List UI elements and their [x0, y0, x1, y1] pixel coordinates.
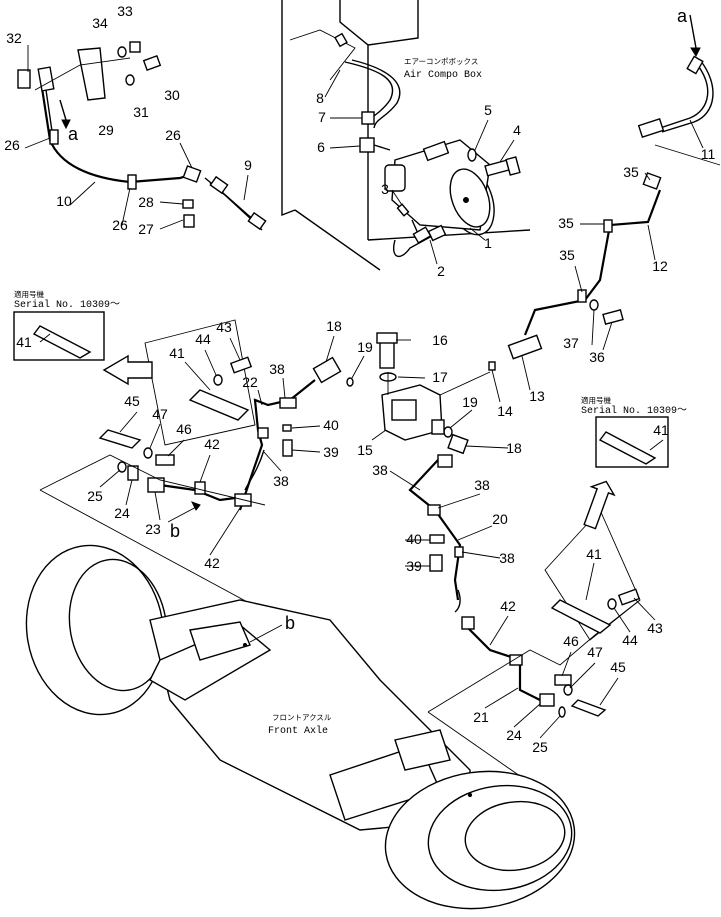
callout-29: 29: [98, 122, 114, 138]
callout-30: 30: [164, 87, 180, 103]
callout-8: 8: [316, 90, 324, 106]
serial-label-en-left: Serial No. 10309～: [14, 299, 120, 311]
callout-37: 37: [563, 335, 579, 351]
callout-27: 27: [138, 221, 154, 237]
axle-label-jp: フロントアクスル: [272, 713, 332, 722]
ref-letter-a: a: [677, 6, 688, 26]
callout-20: 20: [492, 511, 508, 527]
serial-label-jp-right: 適用号機: [581, 395, 611, 405]
air-box-label-jp: エアーコンポボックス: [404, 57, 478, 66]
relay-valve: [346, 332, 491, 441]
callout-24: 24: [506, 727, 522, 743]
callout-38: 38: [372, 462, 388, 478]
callout-43: 43: [216, 319, 232, 335]
callout-41: 41: [653, 422, 669, 438]
callout-13: 13: [529, 388, 545, 404]
callout-39: 39: [323, 444, 339, 460]
callout-47: 47: [152, 406, 168, 422]
callout-38: 38: [474, 477, 490, 493]
callout-34: 34: [92, 15, 108, 31]
reference-letters: a a b b: [68, 6, 688, 633]
callout-42: 42: [500, 598, 516, 614]
callout-22: 22: [242, 374, 258, 390]
callout-15: 15: [357, 442, 373, 458]
air-box-label-en: Air Compo Box: [404, 69, 482, 81]
callout-42: 42: [204, 436, 220, 452]
axle-label-en: Front Axle: [268, 725, 328, 737]
leader-lines: [24, 45, 704, 739]
callout-35: 35: [623, 164, 639, 180]
callout-7: 7: [318, 109, 326, 125]
callout-44: 44: [622, 632, 638, 648]
callout-18: 18: [326, 318, 342, 334]
callout-35: 35: [558, 215, 574, 231]
callout-38: 38: [273, 473, 289, 489]
callout-35: 35: [559, 247, 575, 263]
callout-39: 39: [406, 558, 422, 574]
callout-46: 46: [176, 421, 192, 437]
ref-letter-a: a: [68, 124, 79, 144]
callout-12: 12: [652, 258, 668, 274]
callout-41: 41: [16, 334, 32, 350]
callout-31: 31: [133, 104, 149, 120]
callout-38: 38: [499, 550, 515, 566]
callout-24: 24: [114, 505, 130, 521]
callout-42: 42: [204, 555, 220, 571]
callout-41: 41: [586, 546, 602, 562]
callout-38: 38: [269, 361, 285, 377]
callout-3: 3: [381, 181, 389, 197]
callout-10: 10: [56, 193, 72, 209]
callout-23: 23: [145, 521, 161, 537]
serial-label-jp-left: 適用号機: [14, 289, 44, 299]
callout-16: 16: [432, 332, 448, 348]
callout-11: 11: [701, 146, 716, 162]
callout-5: 5: [484, 102, 492, 118]
callout-46: 46: [563, 633, 579, 649]
callout-26: 26: [4, 137, 20, 153]
callout-9: 9: [244, 157, 252, 173]
callout-33: 33: [117, 3, 133, 19]
callout-numbers: 1234567891011121314151617181819192021222…: [4, 3, 715, 755]
callout-1: 1: [484, 235, 492, 251]
bolt-4: [467, 148, 521, 177]
callout-47: 47: [587, 644, 603, 660]
callout-28: 28: [138, 194, 154, 210]
callout-45: 45: [610, 659, 626, 675]
callout-40: 40: [323, 417, 339, 433]
callout-21: 21: [473, 709, 489, 725]
callout-26: 26: [165, 127, 181, 143]
callout-25: 25: [532, 739, 548, 755]
callout-43: 43: [647, 620, 663, 636]
callout-19: 19: [357, 339, 373, 355]
callout-41: 41: [169, 345, 185, 361]
callout-45: 45: [124, 393, 140, 409]
callout-19: 19: [462, 394, 478, 410]
callout-14: 14: [497, 403, 513, 419]
serial-box-left: [13, 311, 153, 386]
compressor-unit: [384, 139, 495, 244]
callout-2: 2: [437, 263, 445, 279]
front-axle: [25, 544, 576, 910]
serial-box-right: [583, 416, 669, 530]
callout-44: 44: [195, 331, 211, 347]
callout-4: 4: [513, 122, 521, 138]
serial-label-en-right: Serial No. 10309～: [581, 405, 687, 417]
callout-17: 17: [432, 369, 448, 385]
callout-25: 25: [87, 488, 103, 504]
callout-32: 32: [6, 30, 22, 46]
callout-6: 6: [317, 139, 325, 155]
callout-40: 40: [406, 531, 422, 547]
ref-letter-b: b: [170, 521, 180, 541]
ref-letter-b: b: [285, 613, 295, 633]
callout-36: 36: [589, 349, 605, 365]
air-compo-box: [281, 0, 531, 271]
callout-18: 18: [506, 440, 522, 456]
callout-26: 26: [112, 217, 128, 233]
